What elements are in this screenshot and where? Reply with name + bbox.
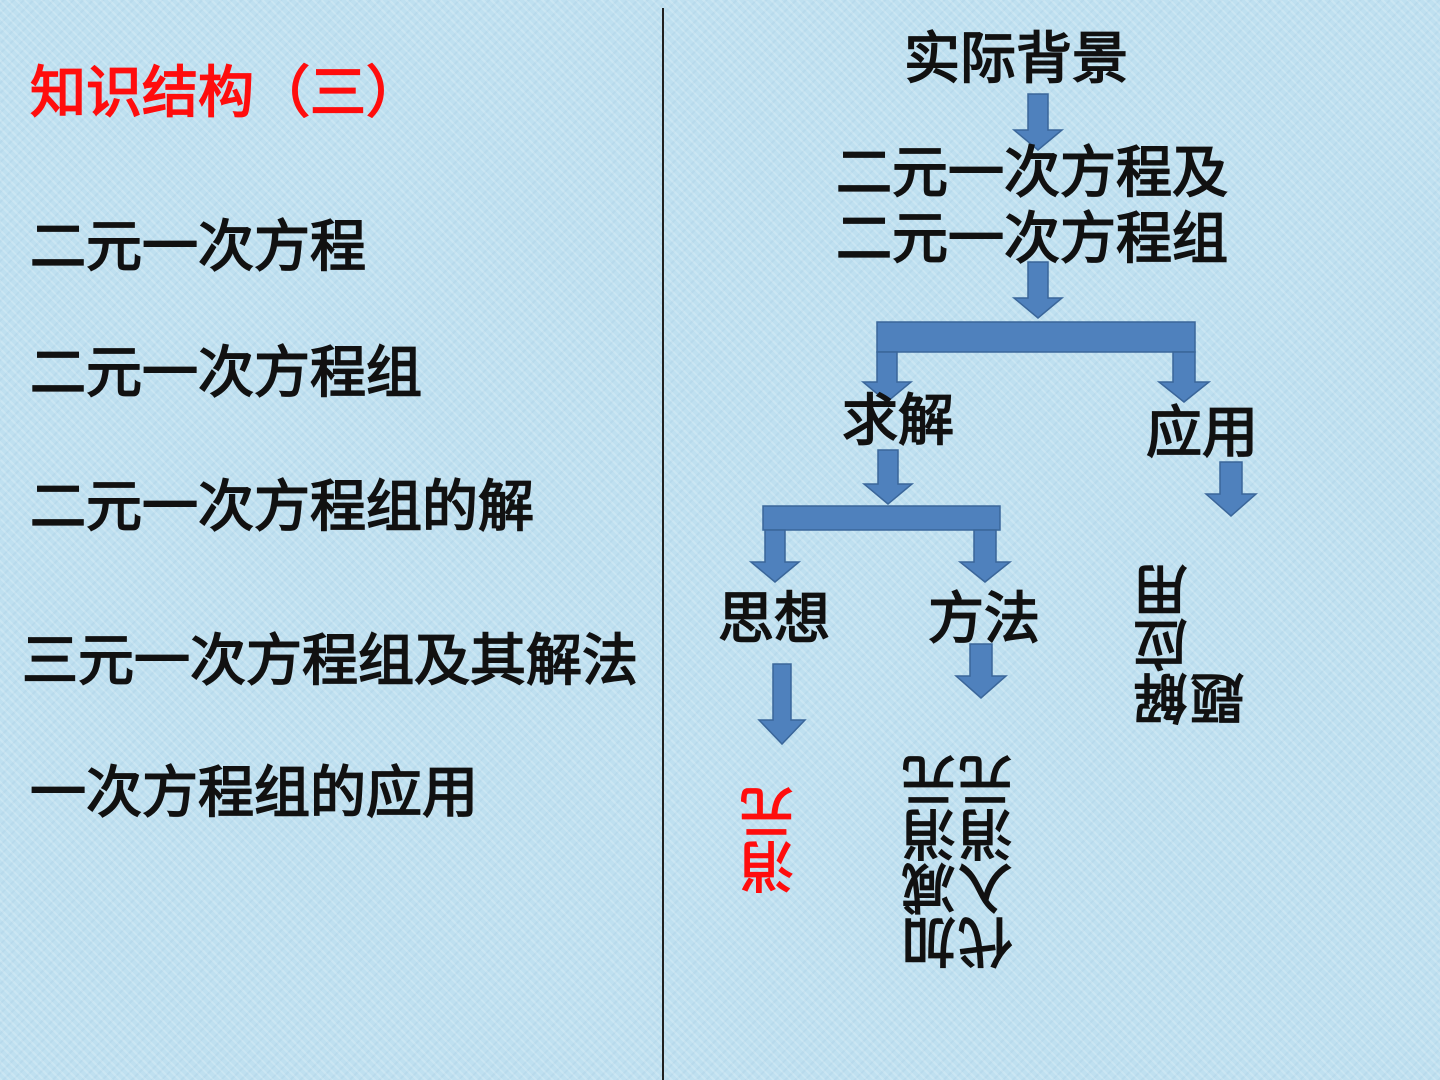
- branch-bar-top: [876, 321, 1196, 353]
- branch-bar-bottom: [762, 505, 1001, 531]
- arrow-to-thought: [748, 529, 802, 583]
- arrow-to-apply: [1156, 351, 1212, 403]
- node-method-details: 加减消元代入消元: [902, 754, 1022, 970]
- arrow-thought-to-elimination: [757, 663, 807, 746]
- knowledge-item-2: 二元一次方程组: [30, 341, 422, 406]
- arrow-apply-to-problems: [1204, 461, 1258, 517]
- arrow-to-solve: [860, 351, 914, 403]
- knowledge-item-5: 一次方程组的应用: [30, 761, 478, 826]
- knowledge-item-4: 三元一次方程组及其解法: [22, 629, 638, 694]
- arrow-method-to-details: [954, 643, 1008, 699]
- node-thought: 思想: [718, 587, 830, 652]
- arrow-to-method: [957, 529, 1013, 583]
- node-solve: 求解: [842, 389, 954, 454]
- arrow-solve-to-branch: [861, 449, 915, 505]
- node-word-problems: 解应用题: [1134, 564, 1254, 726]
- knowledge-item-1: 二元一次方程: [30, 215, 366, 280]
- node-background: 实际背景: [904, 27, 1128, 92]
- node-elimination: 消元: [740, 786, 803, 894]
- arrow-background-to-equations: [1011, 93, 1065, 151]
- knowledge-item-3: 二元一次方程组的解: [30, 475, 534, 540]
- node-equations-line1: 二元一次方程及: [836, 141, 1228, 206]
- page-title: 知识结构（三）: [30, 61, 422, 126]
- node-apply: 应用: [1146, 401, 1258, 466]
- arrow-equations-to-branch: [1011, 261, 1065, 319]
- node-method: 方法: [928, 587, 1040, 652]
- vertical-divider: [662, 8, 664, 1080]
- node-equations-line2: 二元一次方程组: [836, 207, 1228, 272]
